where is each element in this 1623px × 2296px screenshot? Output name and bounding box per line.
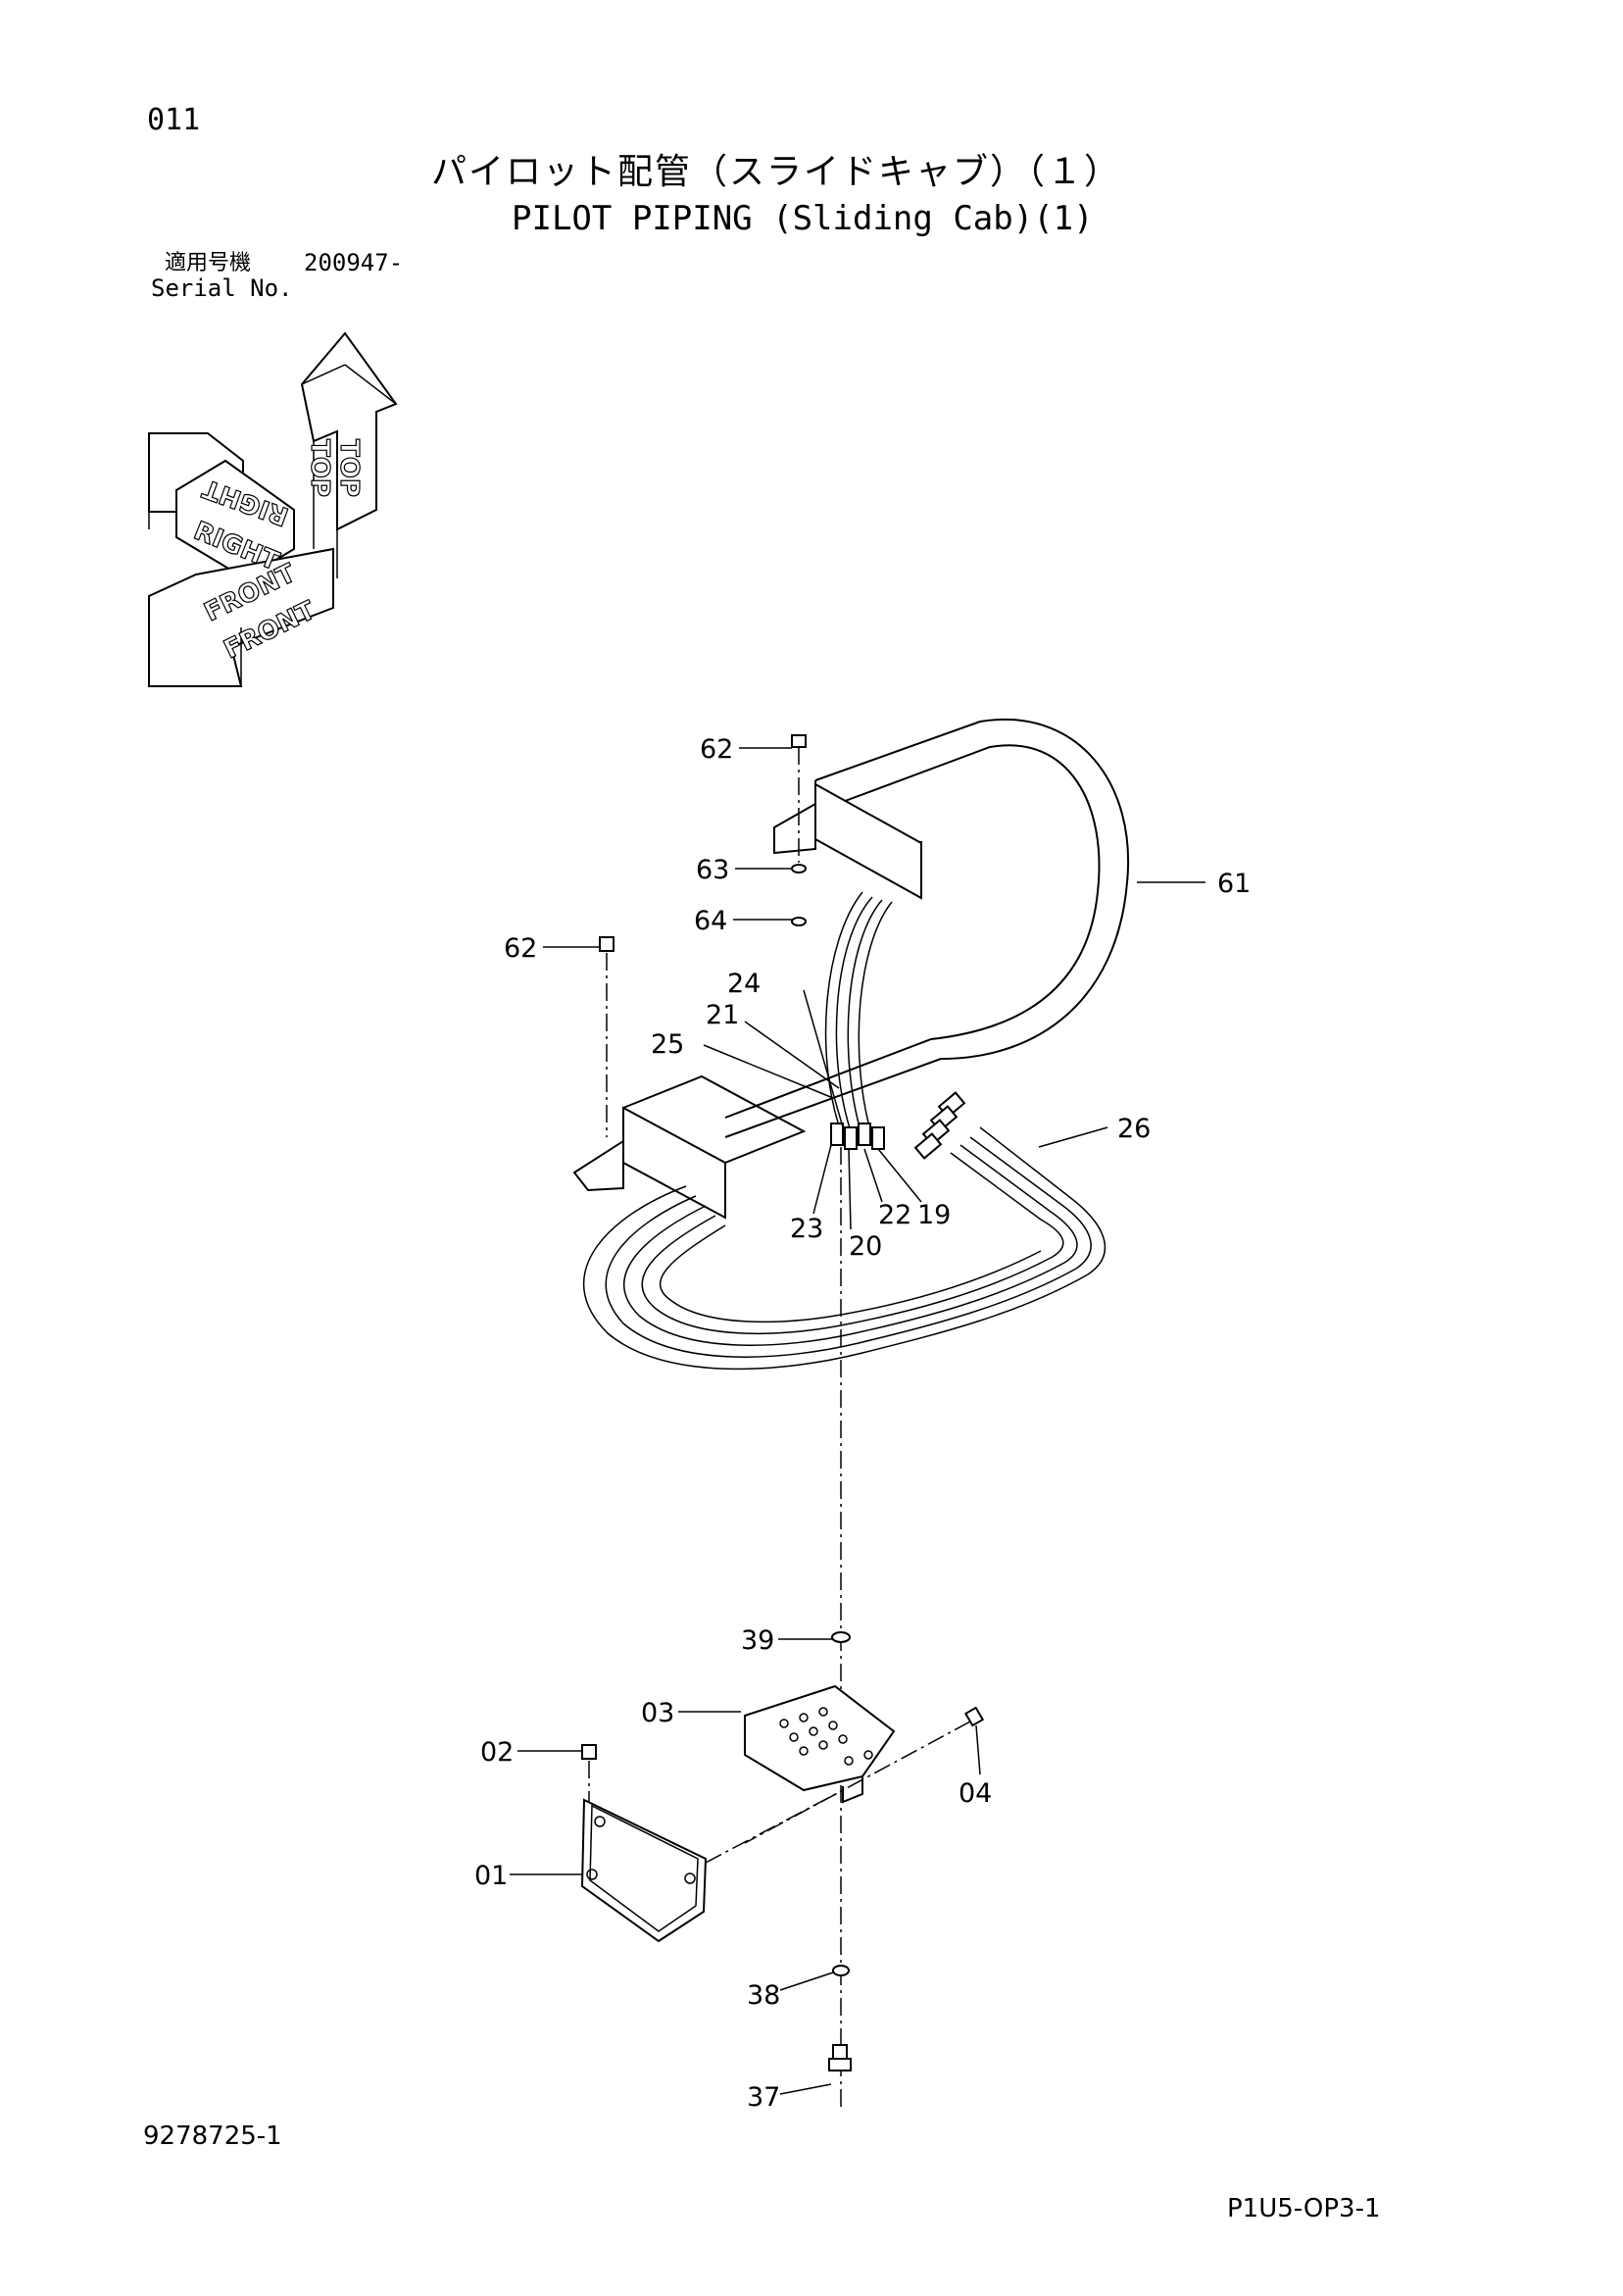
callout-39: 39 (741, 1625, 774, 1656)
callout-02: 02 (480, 1737, 514, 1768)
top-hardware (599, 734, 807, 1137)
drawing-number: 9278725-1 (143, 2121, 282, 2151)
title-japanese: パイロット配管（スライドキャブ）（１） (431, 152, 1122, 192)
callout-61: 61 (1217, 869, 1251, 899)
callout-01: 01 (474, 1861, 508, 1891)
callout-labels: 62 63 64 62 61 24 21 25 26 23 20 22 19 3… (474, 734, 1251, 2113)
lower-assembly (580, 1631, 985, 2071)
callout-20: 20 (849, 1231, 882, 1262)
callout-38: 38 (747, 1980, 780, 2011)
top-label-2: TOP (334, 439, 364, 497)
callout-26: 26 (1117, 1114, 1151, 1144)
callout-22: 22 (878, 1200, 911, 1230)
leader-lines (510, 747, 1205, 2095)
callout-37: 37 (747, 2082, 780, 2113)
orientation-indicator: TOP TOP RIGHT RIGHT FRONT FRONT (148, 331, 398, 687)
cable-carrier (572, 719, 1130, 1220)
callout-62-left: 62 (504, 933, 537, 964)
callout-19: 19 (917, 1200, 951, 1230)
serial-label-english: Serial No. (151, 275, 293, 302)
callout-24: 24 (727, 969, 761, 999)
top-label-1: TOP (305, 439, 334, 497)
callout-21: 21 (706, 1000, 739, 1030)
callout-03: 03 (641, 1698, 674, 1728)
serial-label-japanese: 適用号機 (165, 251, 252, 275)
callout-04: 04 (959, 1778, 992, 1809)
callout-23: 23 (790, 1214, 823, 1244)
callout-64: 64 (694, 906, 727, 936)
callout-25: 25 (651, 1029, 684, 1060)
page-number: 011 (147, 103, 201, 137)
callout-63: 63 (696, 855, 729, 885)
title-english: PILOT PIPING (Sliding Cab)(1) (512, 199, 1094, 238)
page-code: P1U5-OP3-1 (1227, 2194, 1381, 2223)
hose-bundle (583, 891, 1107, 1371)
callout-62-top: 62 (700, 734, 733, 765)
serial-number-value: 200947- (304, 249, 404, 276)
